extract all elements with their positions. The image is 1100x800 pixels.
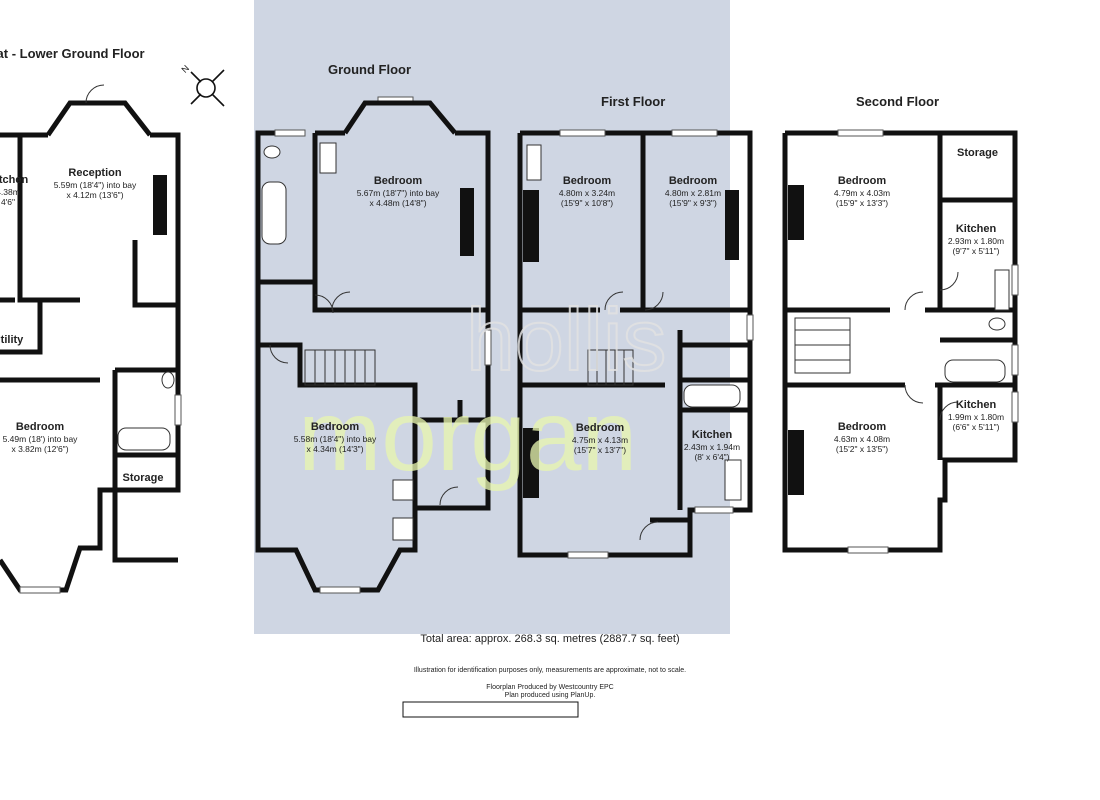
produced-by-text: Floorplan Produced by Westcountry EPC <box>486 684 614 691</box>
room-dim-2: x 4.12m (13'6") <box>66 190 124 200</box>
watermark-logo: hollis morgan <box>298 289 668 492</box>
room-name: Bedroom <box>837 421 887 433</box>
room-dim-1: 4.80m x 3.24m <box>558 188 616 198</box>
plan-by-text: Plan produced using PlanUp. <box>504 692 596 699</box>
lg-utility-label: Utility <box>0 333 38 347</box>
room-dim-1: 4.79m x 4.03m <box>833 188 891 198</box>
s-kitchen-1-label: Kitchen 2.93m x 1.80m (9'7" x 5'11") <box>940 222 1012 256</box>
room-name: Kitchen <box>955 223 997 235</box>
g-bedroom-front-label: Bedroom 5.67m (18'7") into bay x 4.48m (… <box>343 174 453 208</box>
room-name: Bedroom <box>575 422 625 434</box>
footer-blank-box <box>402 701 579 718</box>
s-kitchen-2-label: Kitchen 1.99m x 1.80m (6'6" x 5'11") <box>940 398 1012 432</box>
room-dim-2: x 3.82m (12'6") <box>11 444 69 454</box>
room-dim-2: (9'7" x 5'11") <box>952 246 1000 256</box>
room-name: Kitchen <box>0 174 29 186</box>
lg-storage-label: Storage <box>113 471 173 485</box>
room-name: Utility <box>0 334 24 346</box>
room-dim-2: (8' x 6'4") <box>694 452 730 462</box>
room-dim-1: 4.75m x 4.13m <box>571 435 629 445</box>
first-floor-title: First Floor <box>601 94 666 109</box>
first-floor-walls <box>517 130 753 558</box>
room-name: Bedroom <box>837 175 887 187</box>
room-name: Bedroom <box>310 421 360 433</box>
ground-floor-title: Ground Floor <box>328 62 412 77</box>
s-bedroom-2-label: Bedroom 4.63m x 4.08m (15'2" x 13'5") <box>822 420 902 454</box>
room-dim-1: 2.93m x 1.80m <box>947 236 1005 246</box>
room-dim-1: 2.43m x 1.94m <box>683 442 741 452</box>
room-name: Bedroom <box>15 421 65 433</box>
room-dim-1: 1.99m x 1.80m <box>947 412 1005 422</box>
room-name: Bedroom <box>668 175 718 187</box>
svg-text:hollis: hollis <box>466 290 667 389</box>
room-dim-1: 5.67m (18'7") into bay <box>356 188 440 198</box>
room-dim-2: (15'9" x 10'8") <box>560 198 614 208</box>
room-dim-1: 4.80m x 2.81m <box>664 188 722 198</box>
f-bedroom-2-label: Bedroom 4.80m x 2.81m (15'9" x 9'3") <box>653 174 733 208</box>
room-dim-2: x 4.34m (14'3") <box>306 444 364 454</box>
room-name: Reception <box>68 167 122 179</box>
room-dim-1: 5.49m (18') into bay <box>2 434 78 444</box>
room-dim-2: x 4.48m (14'8") <box>369 198 427 208</box>
room-name: Storage <box>957 147 998 159</box>
compass-icon <box>190 69 225 107</box>
lower-ground-floor-walls <box>0 132 181 593</box>
lg-bedroom-label: Bedroom 5.49m (18') into bay x 3.82m (12… <box>0 420 90 454</box>
room-name: Kitchen <box>955 399 997 411</box>
room-name: Bedroom <box>562 175 612 187</box>
s-bedroom-1-label: Bedroom 4.79m x 4.03m (15'9" x 13'3") <box>822 174 902 208</box>
room-dim-2: (15'7" x 13'7") <box>573 445 627 455</box>
room-dim-2: (6'6" x 5'11") <box>952 422 1000 432</box>
ground-floor-highlight <box>254 0 730 634</box>
second-floor-title: Second Floor <box>856 94 940 109</box>
room-name: Storage <box>122 472 164 484</box>
room-dim-1: 5.58m (18'4") into bay <box>293 434 377 444</box>
s-storage-label: Storage <box>945 146 1010 160</box>
disclaimer-text: Illustration for identification purposes… <box>413 667 687 674</box>
room-dim-2: 4'6" <box>0 197 16 207</box>
second-floor-walls <box>782 130 1018 553</box>
svg-text:morgan: morgan <box>298 380 637 492</box>
ground-floor-walls <box>255 130 491 593</box>
lg-reception-label: Reception 5.59m (18'4") into bay x 4.12m… <box>40 166 150 200</box>
room-dim-2: (15'9" x 9'3") <box>669 198 717 208</box>
f-bedroom-3-label: Bedroom 4.75m x 4.13m (15'7" x 13'7") <box>560 421 640 455</box>
lower-ground-floor-title: Flat - Lower Ground Floor <box>0 46 145 61</box>
lg-kitchen-label: Kitchen 4.38m 4'6" <box>0 173 38 207</box>
f-kitchen-label: Kitchen 2.43m x 1.94m (8' x 6'4") <box>676 428 748 462</box>
room-name: Kitchen <box>691 429 733 441</box>
room-name: Bedroom <box>373 175 423 187</box>
total-area-text: Total area: approx. 268.3 sq. metres (28… <box>420 633 680 645</box>
room-dim-1: 4.38m <box>0 187 20 197</box>
room-dim-1: 5.59m (18'4") into bay <box>53 180 137 190</box>
room-dim-2: (15'9" x 13'3") <box>835 198 889 208</box>
room-dim-2: (15'2" x 13'5") <box>835 444 889 454</box>
room-dim-1: 4.63m x 4.08m <box>833 434 891 444</box>
g-bedroom-rear-label: Bedroom 5.58m (18'4") into bay x 4.34m (… <box>280 420 390 454</box>
f-bedroom-1-label: Bedroom 4.80m x 3.24m (15'9" x 10'8") <box>547 174 627 208</box>
